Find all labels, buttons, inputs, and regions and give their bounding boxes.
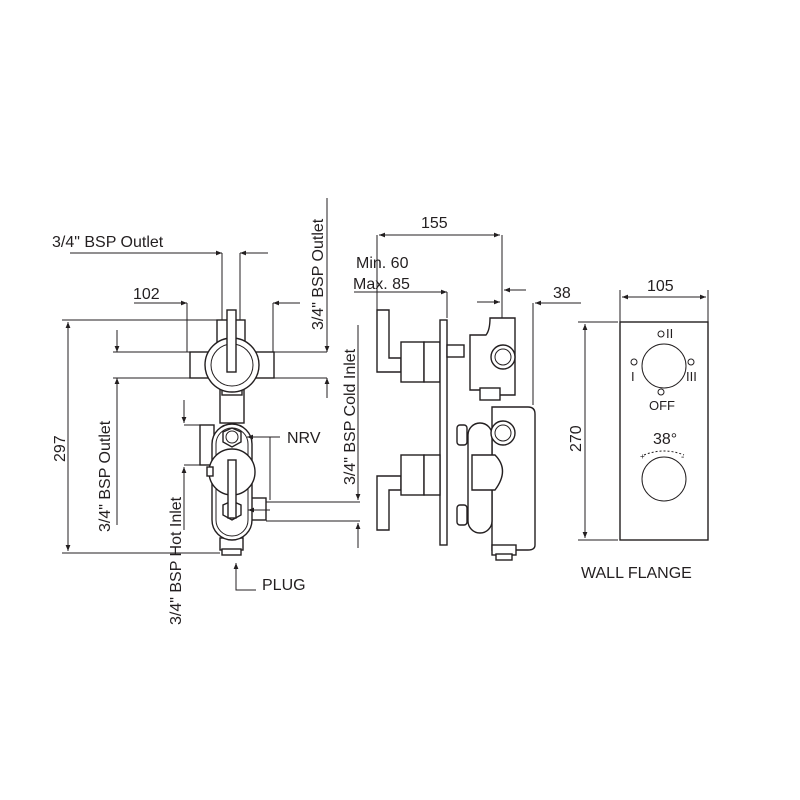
minus-sign: - bbox=[681, 452, 684, 463]
dim-105-label: 105 bbox=[647, 278, 674, 295]
dim-270-label: 270 bbox=[568, 425, 585, 452]
side-view: 155 Min. 60 Max. 85 38 bbox=[353, 215, 581, 561]
label-outlet-right: 3/4" BSP Outlet bbox=[310, 218, 327, 330]
diverter-spindle bbox=[226, 309, 237, 373]
thermostat-handle bbox=[376, 475, 402, 531]
thermostat-dial bbox=[641, 456, 687, 502]
label-plug: PLUG bbox=[262, 577, 306, 594]
position-1: I bbox=[631, 369, 635, 384]
position-off: OFF bbox=[649, 398, 675, 413]
dim-38-label: 38 bbox=[553, 285, 571, 302]
wall-flange-plate bbox=[619, 321, 709, 541]
diverter-dial bbox=[641, 343, 687, 389]
dim-297-label: 297 bbox=[52, 435, 69, 462]
plus-sign: + bbox=[640, 452, 645, 461]
label-hot-inlet: 3/4" BSP Hot Inlet bbox=[168, 496, 185, 625]
label-outlet-left: 3/4" BSP Outlet bbox=[97, 420, 114, 532]
label-cold-inlet: 3/4" BSP Cold Inlet bbox=[342, 348, 359, 485]
wall-flange-view: 105 270 II I III OFF 38° + - WALL FLANGE bbox=[568, 278, 709, 582]
label-wall-flange: WALL FLANGE bbox=[581, 565, 692, 582]
label-nrv: NRV bbox=[287, 430, 321, 447]
label-outlet-top: 3/4" BSP Outlet bbox=[52, 234, 164, 251]
diverter-handle bbox=[376, 309, 402, 373]
dim-155-label: 155 bbox=[421, 215, 448, 232]
plug bbox=[221, 548, 242, 556]
temperature-label: 38° bbox=[653, 431, 677, 448]
label-min-60: Min. 60 bbox=[356, 255, 409, 272]
wall-plate bbox=[439, 319, 448, 546]
front-view: 3/4" BSP Outlet 102 3/4" BSP Outlet 3/4"… bbox=[52, 198, 361, 625]
position-2: II bbox=[666, 326, 673, 341]
dim-102-label: 102 bbox=[133, 286, 160, 303]
label-max-85: Max. 85 bbox=[353, 276, 410, 293]
position-3: III bbox=[686, 369, 697, 384]
